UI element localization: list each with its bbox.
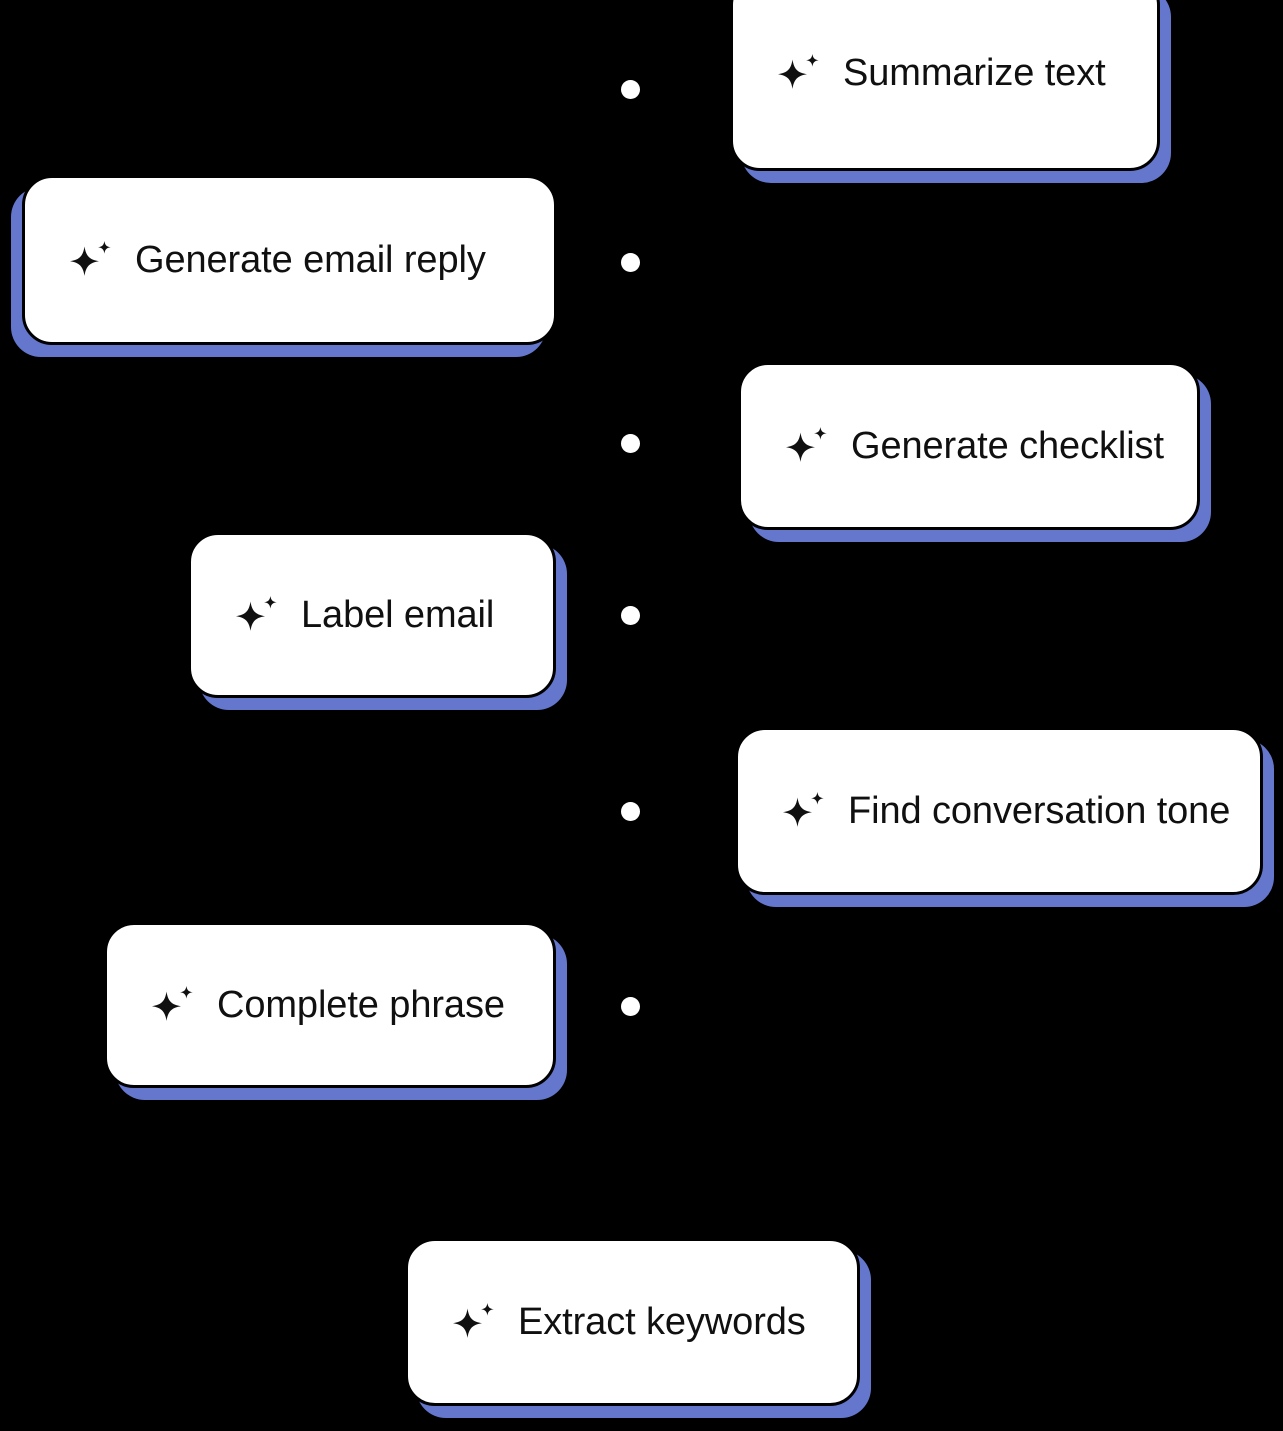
sparkle-icon	[151, 982, 197, 1028]
action-card-find-conversation-tone[interactable]: Find conversation tone	[735, 727, 1263, 895]
sparkle-icon	[69, 237, 115, 283]
action-card-label-email[interactable]: Label email	[188, 532, 556, 698]
sparkle-icon	[777, 50, 823, 96]
rail-bullet-5	[621, 802, 640, 821]
action-card-label: Generate email reply	[135, 239, 486, 281]
action-card-label: Complete phrase	[217, 984, 505, 1026]
action-card-generate-checklist[interactable]: Generate checklist	[738, 362, 1200, 530]
rail-bullet-4	[621, 606, 640, 625]
action-card-label: Label email	[301, 594, 495, 636]
action-card-generate-email-reply[interactable]: Generate email reply	[22, 175, 557, 345]
action-card-label: Find conversation tone	[848, 790, 1231, 832]
rail-bullet-6	[621, 997, 640, 1016]
sparkle-icon	[452, 1299, 498, 1345]
action-card-label: Summarize text	[843, 52, 1106, 94]
rail-bullet-3	[621, 434, 640, 453]
action-card-extract-keywords[interactable]: Extract keywords	[405, 1238, 860, 1406]
action-card-complete-phrase[interactable]: Complete phrase	[104, 922, 556, 1088]
sparkle-icon	[782, 788, 828, 834]
action-card-summarize-text[interactable]: Summarize text	[730, 0, 1160, 171]
sparkle-icon	[785, 423, 831, 469]
sparkle-icon	[235, 592, 281, 638]
action-card-label: Generate checklist	[851, 425, 1164, 467]
action-card-label: Extract keywords	[518, 1301, 806, 1343]
rail-bullet-1	[621, 80, 640, 99]
rail-bullet-2	[621, 253, 640, 272]
